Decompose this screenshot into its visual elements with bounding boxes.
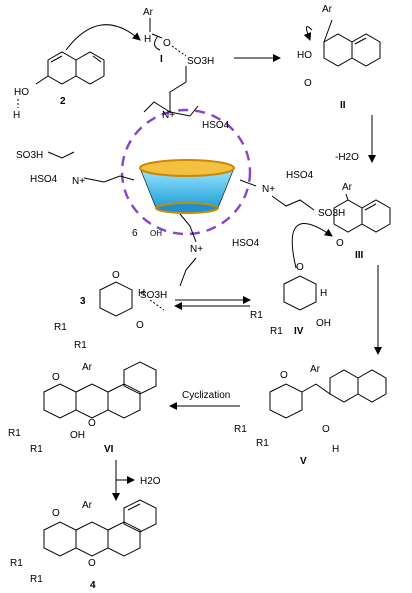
label-h-IV: H [320,288,327,299]
label-r1-3b: R1 [74,340,87,351]
label-o-III: O [336,238,344,249]
label-ar-I: Ar [143,7,154,18]
label-r1-VIa: R1 [8,428,21,439]
attack-arrow [65,24,141,51]
label-o-V: O [280,370,288,381]
label-water: H2O [140,476,161,487]
label-compound-I: I [160,54,163,65]
label-o-4-ring: O [88,558,96,569]
label-o-VI: O [52,372,60,383]
label-so3h-I: SO3H [187,56,214,67]
label-h-I: H [144,34,151,45]
label-hso4-top: HSO4 [202,120,230,131]
label-o-3-top: O [112,270,120,281]
label-r1-4b: R1 [30,574,43,585]
label-o-II: O [304,78,312,89]
label-ar-II: Ar [322,4,333,15]
label-n-plus-bottom: N+ [190,244,203,255]
compound-2-naphthol [35,51,105,85]
label-n-plus-top: N+ [162,110,175,121]
label-ar-VI: Ar [82,362,93,373]
label-compound-II: II [340,100,346,111]
label-oh-IV: OH [316,318,331,329]
label-r1-3a: R1 [54,322,67,333]
label-oh-VI: OH [70,430,85,441]
label-so3h-bottom: SO3H [140,290,167,301]
label-compound-VI: VI [104,444,114,455]
label-oh-cd: OH [150,229,162,238]
label-h-3: H [138,288,145,299]
label-o-4: O [52,508,60,519]
label-o-V-bottom: O [322,424,330,435]
label-hso4-left: HSO4 [30,174,58,185]
label-o-IV: O [296,262,304,273]
label-compound-V: V [300,456,307,467]
label-so3h-left: SO3H [16,150,43,161]
label-compound-3: 3 [80,296,86,307]
label-ar-4: Ar [82,500,93,511]
label-ho-II: HO [297,50,312,61]
label-ar-III: Ar [342,182,353,193]
label-hso4-right: HSO4 [286,170,314,181]
label-compound-III: III [355,250,364,261]
label-r1-Va: R1 [234,424,247,435]
catalyst-cyclodextrin [120,108,252,236]
label-compound-2: 2 [60,96,66,107]
label-o-3-bottom: O [136,320,144,331]
label-hso4-bottom: HSO4 [232,238,260,249]
label-cyclization: Cyclization [182,390,230,401]
label-compound-4: 4 [90,580,96,591]
label-compound-IV: IV [294,326,304,337]
label-r1-4a: R1 [10,558,23,569]
label-ar-V: Ar [310,364,321,375]
label-r1-Vb: R1 [256,438,269,449]
label-h-V: H [332,444,339,455]
label-n-plus-left: N+ [72,176,85,187]
label-r1-IVa: R1 [250,310,263,321]
label-minus-water: -H2O [335,152,359,163]
label-ho: HO [14,87,29,98]
label-o-I: O [163,38,171,49]
label-n-plus-right: N+ [262,184,275,195]
label-r1-VIb: R1 [30,444,43,455]
label-o-VI-ring: O [88,418,96,429]
label-six: 6 [132,228,138,239]
label-h-bond-h: H [13,110,20,121]
label-r1-IVb: R1 [270,326,283,337]
label-so3h-right: SO3H [318,208,345,219]
